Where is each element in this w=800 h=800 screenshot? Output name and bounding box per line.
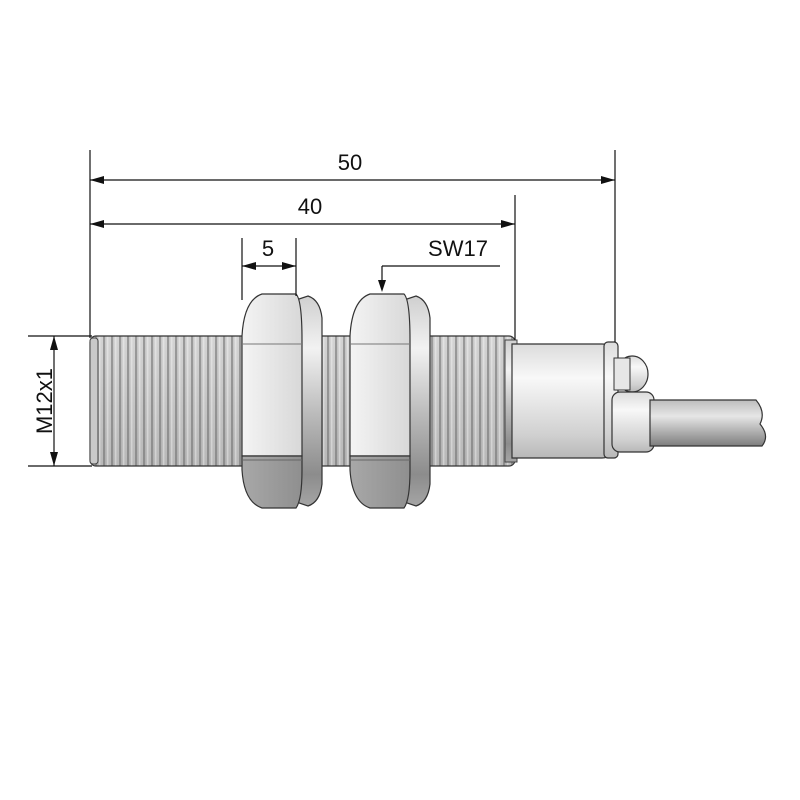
cable-gland — [611, 391, 655, 453]
thread-size-label: M12x1 — [32, 368, 57, 434]
dimension-thread-diameter: M12x1 — [28, 335, 92, 467]
led-base — [613, 357, 631, 391]
dimension-overall-length: 50 — [89, 150, 616, 342]
hex-nut-1 — [241, 293, 323, 509]
body-length-label: 40 — [298, 194, 322, 219]
wrench-size-label: SW17 — [428, 236, 488, 261]
overall-length-label: 50 — [338, 150, 362, 175]
nut-thickness-label: 5 — [262, 236, 274, 261]
barrel-front-face — [89, 337, 99, 465]
cable — [649, 399, 767, 447]
end-cap — [511, 343, 613, 459]
dimension-nut-thickness: 5 — [241, 236, 297, 300]
dimension-body-length: 40 — [90, 194, 516, 340]
leader-wrench-size: SW17 — [378, 236, 500, 292]
hex-nut-2 — [349, 293, 431, 509]
